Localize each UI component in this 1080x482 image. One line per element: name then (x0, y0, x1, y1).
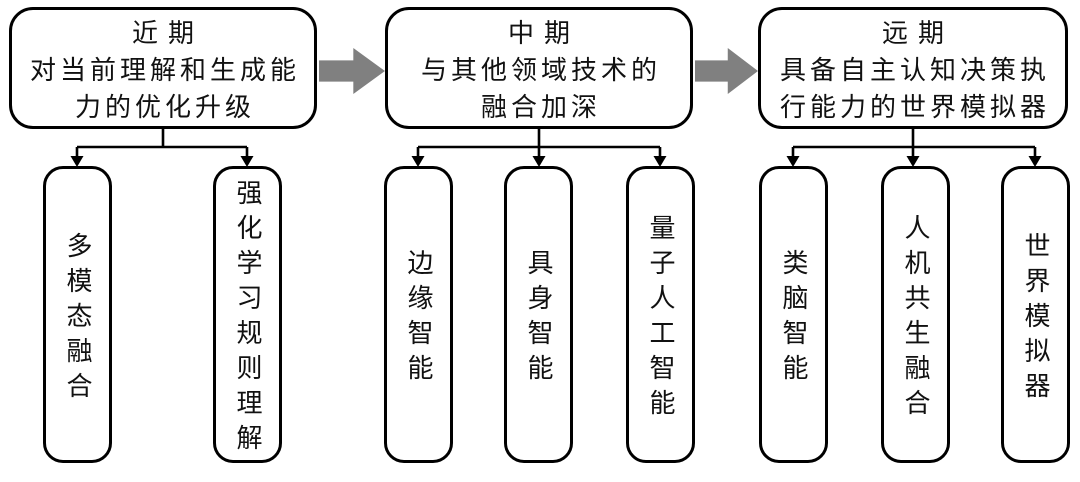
stage-period-mid-term: 中期 (507, 19, 580, 49)
item-box-edge-intelligence: 边缘智能 (384, 166, 453, 463)
stage-period-long-term: 远期 (881, 19, 954, 49)
stage-desc-line: 力的优化升级 (74, 93, 255, 123)
stage-box-mid-term: 中期 与其他领域技术的 融合加深 (385, 7, 693, 129)
item-box-embodied-intelligence: 具身智能 (504, 166, 573, 463)
item-box-human-machine-symbiosis: 人机共生融合 (881, 166, 950, 463)
item-label: 边缘智能 (403, 249, 433, 389)
stage-desc-line: 具备自主认知决策执 (779, 56, 1050, 86)
item-label: 人机共生融合 (900, 214, 930, 424)
item-label: 量子人工智能 (645, 214, 675, 424)
stage-period-near-term: 近期 (131, 19, 204, 49)
right-block-arrow-icon (695, 48, 758, 94)
stage-box-near-term: 近期 对当前理解和生成能 力的优化升级 (9, 7, 317, 129)
item-box-brain-inspired-intelligence: 类脑智能 (759, 166, 828, 463)
item-label: 世界模拟器 (1020, 231, 1050, 407)
stage-desc-line: 与其他领域技术的 (420, 56, 661, 86)
stage-desc-line: 融合加深 (480, 93, 601, 123)
stage-desc-line: 对当前理解和生成能 (29, 56, 300, 86)
item-box-reinforcement-learning-rule-understanding: 强化学习规则理解 (213, 166, 282, 463)
item-label: 具身智能 (523, 249, 553, 389)
item-box-world-simulator: 世界模拟器 (1001, 166, 1070, 463)
right-block-arrow-icon (319, 48, 385, 94)
item-label: 强化学习规则理解 (232, 179, 262, 459)
stage-box-long-term: 远期 具备自主认知决策执 行能力的世界模拟器 (758, 7, 1068, 129)
item-label: 多模态融合 (62, 231, 92, 407)
item-box-multimodal-fusion: 多模态融合 (43, 166, 112, 463)
stage-desc-line: 行能力的世界模拟器 (779, 93, 1050, 123)
item-box-quantum-ai: 量子人工智能 (626, 166, 695, 463)
item-label: 类脑智能 (778, 249, 808, 389)
